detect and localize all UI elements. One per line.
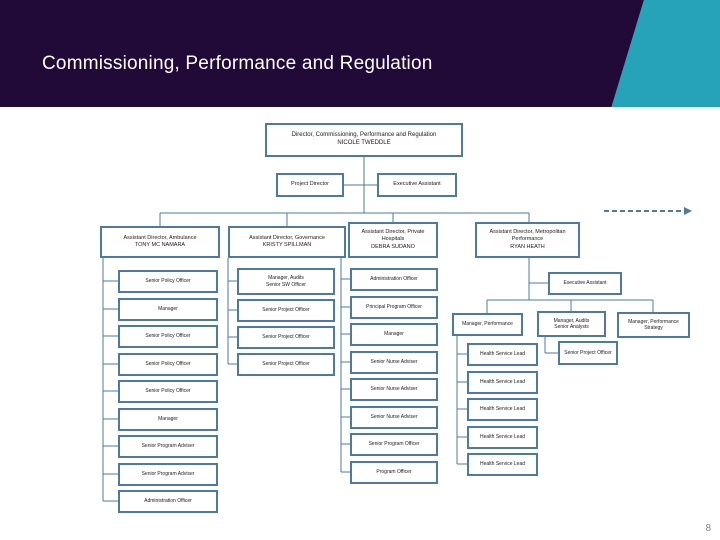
node-report: Senior Policy Officer xyxy=(118,270,218,293)
node-report: Senior Policy Officer xyxy=(118,353,218,376)
node-report: Senior Nurse Adviser xyxy=(350,378,438,401)
node-report: Administration Officer xyxy=(118,490,218,513)
node-report: Administration Officer xyxy=(350,268,438,291)
node-report: Manager xyxy=(118,408,218,431)
branch-name: DEBRA SUDANO xyxy=(371,243,415,250)
node-ad-private-hospitals: Assistant Director, Private Hospitals DE… xyxy=(348,222,438,258)
branch-title: Assistant Director, Metropolitan Perform… xyxy=(489,229,566,243)
node-executive-assistant: Executive Assistant xyxy=(377,173,457,197)
node-report: Principal Program Officer xyxy=(350,296,438,319)
node-report: Senior Project Officer xyxy=(237,299,335,322)
node-report: Senior Nurse Adviser xyxy=(350,406,438,429)
branch-title: Assistant Director, Governance xyxy=(249,234,325,241)
node-exec-assistant-metro: Executive Assistant xyxy=(548,272,622,295)
node-line1: Manager, Audits xyxy=(268,275,304,281)
node-health-service-lead: Health Service Lead xyxy=(467,343,538,366)
node-report: Senior Project Officer xyxy=(237,326,335,349)
node-line1: Manager, Audits xyxy=(553,317,590,324)
branch-title: Assistant Director, Ambulance xyxy=(123,234,197,241)
node-health-service-lead: Health Service Lead xyxy=(467,453,538,476)
node-report: Manager xyxy=(350,323,438,346)
branch-name: RYAN HEATH xyxy=(510,243,545,250)
node-ad-ambulance: Assistant Director, Ambulance TONY MC NA… xyxy=(100,226,220,258)
slide-title: Commissioning, Performance and Regulatio… xyxy=(42,53,433,74)
node-manager-audits-analysts: Manager, Audits Senior Analysts xyxy=(537,311,606,337)
node-health-service-lead: Health Service Lead xyxy=(467,426,538,449)
node-manager-audits-sw: Manager, Audits Senior SW Officer xyxy=(237,268,335,295)
node-report: Senior Program Adviser xyxy=(118,435,218,458)
node-report: Senior Project Officer xyxy=(237,353,335,376)
node-report: Senior Program Adviser xyxy=(118,463,218,486)
node-manager-performance: Manager, Performance xyxy=(452,313,523,336)
node-report: Senior Policy Officer xyxy=(118,325,218,348)
teal-accent-shape xyxy=(611,0,720,107)
node-line2: Senior Analysts xyxy=(554,324,589,330)
node-report: Manager xyxy=(118,298,218,321)
node-project-director: Project Director xyxy=(276,173,344,197)
branch-title: Assistant Director, Private Hospitals xyxy=(361,229,425,243)
header-band xyxy=(0,0,720,107)
node-ad-governance: Assistant Director, Governance KRISTY SP… xyxy=(228,226,346,258)
node-ad-metro-performance: Assistant Director, Metropolitan Perform… xyxy=(475,222,580,258)
node-report: Senior Nurse Adviser xyxy=(350,351,438,374)
node-director: Director, Commissioning, Performance and… xyxy=(265,123,463,157)
page-number: 8 xyxy=(705,523,711,534)
branch-name: KRISTY SPILLMAN xyxy=(262,242,312,248)
node-report: Senior Policy Officer xyxy=(118,380,218,403)
node-health-service-lead: Health Service Lead xyxy=(467,371,538,394)
node-manager-performance-strategy: Manager, Performance Strategy xyxy=(617,312,690,338)
node-senior-project-officer: Senior Project Officer xyxy=(558,341,618,365)
node-director-title: Director, Commissioning, Performance and… xyxy=(291,132,437,139)
node-report: Program Officer xyxy=(350,461,438,484)
node-report: Senior Program Officer xyxy=(350,433,438,456)
branch-name: TONY MC NAMARA xyxy=(134,242,186,248)
org-chart: Director, Commissioning, Performance and… xyxy=(0,107,720,540)
node-health-service-lead: Health Service Lead xyxy=(467,398,538,421)
node-line2: Senior SW Officer xyxy=(266,281,306,288)
node-director-name: NICOLE TWEDDLE xyxy=(337,140,391,146)
